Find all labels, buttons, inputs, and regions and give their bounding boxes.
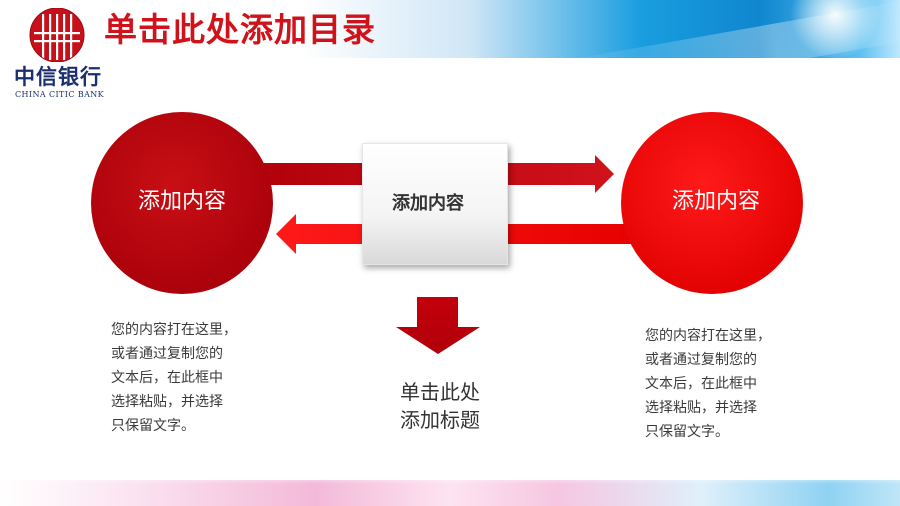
text-line: 选择粘贴，并选择 bbox=[645, 400, 757, 416]
header-banner bbox=[0, 0, 900, 58]
bank-name-en: CHINA CITIC BANK bbox=[15, 90, 105, 99]
bank-logo-icon bbox=[29, 8, 85, 62]
text-line: 只保留文字。 bbox=[111, 418, 195, 434]
header-glow bbox=[790, 0, 880, 58]
text-line: 您的内容打在这里， bbox=[645, 328, 771, 344]
text-line: 您的内容打在这里， bbox=[111, 322, 237, 338]
left-node-label: 添加内容 bbox=[137, 189, 226, 214]
page-title: 单击此处添加目录 bbox=[104, 10, 376, 49]
title-line: 添加标题 bbox=[400, 408, 480, 432]
left-circle-node bbox=[91, 112, 273, 294]
title-line: 单击此处 bbox=[400, 380, 480, 404]
right-node-label: 添加内容 bbox=[671, 189, 760, 214]
right-circle-node bbox=[621, 112, 803, 294]
text-line: 选择粘贴，并选择 bbox=[111, 394, 223, 410]
text-line: 或者通过复制您的 bbox=[111, 346, 223, 362]
down-arrow-title: 单击此处 添加标题 bbox=[378, 378, 502, 434]
right-body-text: 您的内容打在这里， 或者通过复制您的 文本后，在此框中 选择粘贴，并选择 只保留… bbox=[645, 324, 771, 444]
bank-name-cn: 中信银行 bbox=[14, 64, 102, 89]
text-line: 只保留文字。 bbox=[645, 424, 729, 440]
footer-wave bbox=[0, 470, 900, 484]
text-line: 或者通过复制您的 bbox=[645, 352, 757, 368]
footer-band bbox=[0, 470, 900, 506]
text-line: 文本后，在此框中 bbox=[111, 370, 223, 386]
text-line: 文本后，在此框中 bbox=[645, 376, 757, 392]
center-box-node bbox=[362, 143, 508, 265]
center-node-label: 添加内容 bbox=[392, 193, 464, 214]
down-arrow bbox=[396, 297, 480, 354]
left-body-text: 您的内容打在这里， 或者通过复制您的 文本后，在此框中 选择粘贴，并选择 只保留… bbox=[111, 318, 237, 438]
